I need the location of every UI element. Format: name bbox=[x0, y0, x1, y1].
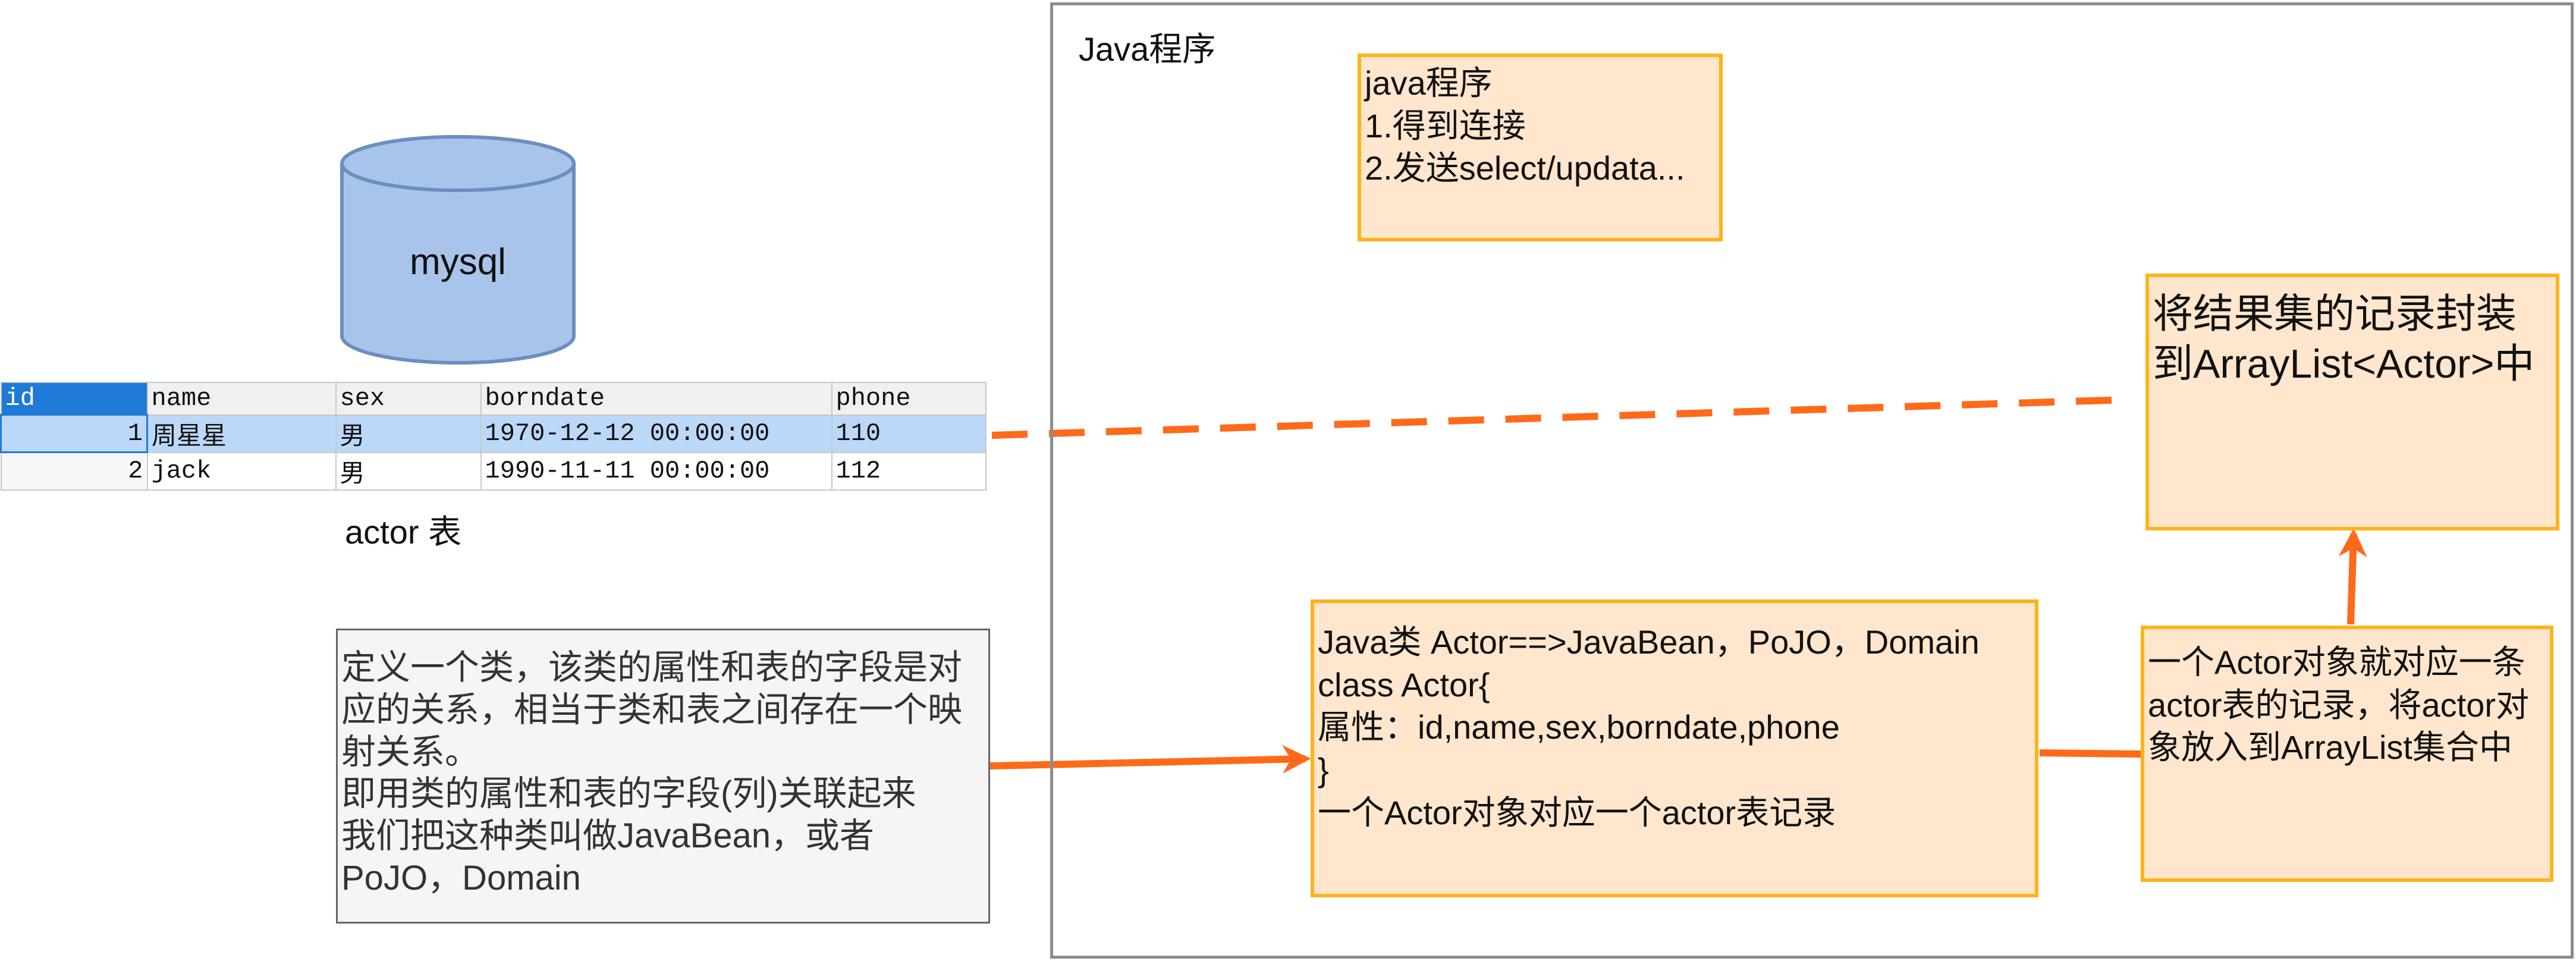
row-to-arraylist-dashed-connector bbox=[991, 396, 2129, 439]
arraylist-wrap-box: 将结果集的记录封装到ArrayList<Actor>中 bbox=[2145, 274, 2559, 530]
cell-id: 1 bbox=[0, 414, 148, 453]
cell-phone: 112 bbox=[831, 451, 987, 491]
database-label: mysql bbox=[410, 241, 506, 282]
actor-table: id name sex borndate phone 1 周星星 男 1970-… bbox=[0, 382, 987, 491]
define-class-note: 定义一个类，该类的属性和表的字段是对应的关系，相当于类和表之间存在一个映射关系。… bbox=[336, 629, 990, 924]
cell-sex: 男 bbox=[335, 451, 482, 491]
cell-phone: 110 bbox=[831, 414, 987, 453]
cell-borndate: 1990-11-11 00:00:00 bbox=[480, 451, 833, 491]
table-caption: actor 表 bbox=[345, 513, 462, 551]
cell-name: 周星星 bbox=[146, 414, 337, 453]
cell-borndate: 1970-12-12 00:00:00 bbox=[480, 414, 833, 453]
actor-class-to-object-line bbox=[2039, 749, 2141, 758]
column-header-phone[interactable]: phone bbox=[831, 382, 987, 416]
column-header-borndate[interactable]: borndate bbox=[480, 382, 833, 416]
table-header-row: id name sex borndate phone bbox=[0, 382, 987, 416]
java-program-steps-box: java程序 1.得到连接 2.发送select/updata... bbox=[1358, 54, 1723, 241]
define-to-actor-class-arrow bbox=[989, 745, 1311, 774]
mysql-database-icon bbox=[340, 135, 576, 365]
actor-class-box: Java类 Actor==>JavaBean，PoJO，Domain class… bbox=[1311, 599, 2038, 897]
column-header-id[interactable]: id bbox=[0, 382, 148, 416]
column-header-sex[interactable]: sex bbox=[335, 382, 482, 416]
actor-object-box: 一个Actor对象就对应一条actor表的记录，将actor对象放入到Array… bbox=[2141, 626, 2553, 882]
column-header-name[interactable]: name bbox=[146, 382, 337, 416]
cell-sex: 男 bbox=[335, 414, 482, 453]
object-to-arraylist-arrow bbox=[2338, 528, 2367, 625]
table-row[interactable]: 1 周星星 男 1970-12-12 00:00:00 110 bbox=[0, 414, 987, 453]
container-title: Java程序 bbox=[1079, 30, 1216, 68]
java-program-container bbox=[1050, 2, 2574, 959]
table-row[interactable]: 2 jack 男 1990-11-11 00:00:00 112 bbox=[0, 451, 987, 491]
cell-name: jack bbox=[146, 451, 337, 491]
cell-id: 2 bbox=[0, 451, 148, 491]
